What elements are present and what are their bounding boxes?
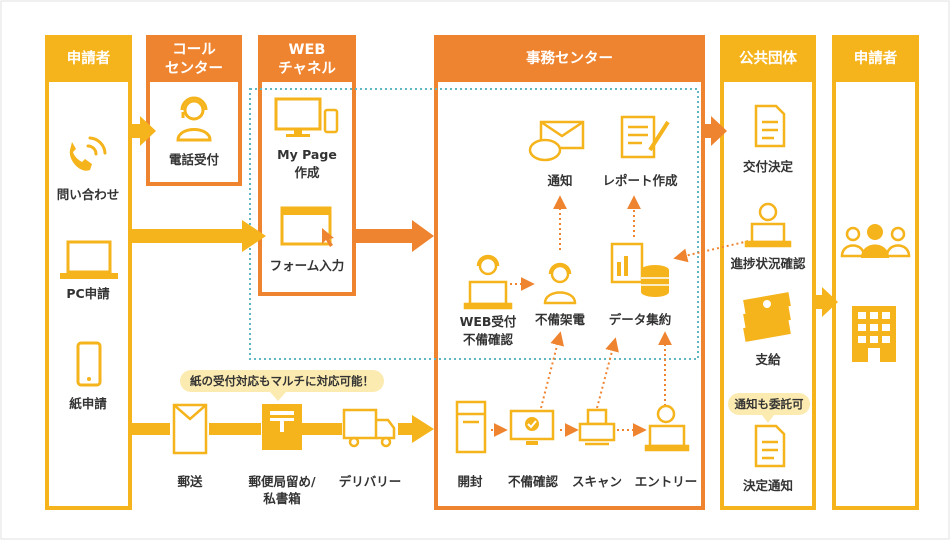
- arrow-inquiry-to-call: [132, 116, 156, 146]
- postbox-icon: [262, 404, 302, 450]
- header-web-line2: チャネル: [278, 60, 336, 77]
- label-postbox-line1: 郵便局留め/: [248, 474, 316, 489]
- label-pc: PC申請: [66, 286, 110, 301]
- label-notify: 通知: [547, 173, 572, 188]
- label-mail: 郵送: [177, 474, 203, 489]
- call-operator-icon: [543, 262, 577, 305]
- column-applicant-right: 申請者: [832, 35, 919, 510]
- operator-icon: [176, 96, 212, 142]
- header-web-line1: WEB: [289, 42, 326, 58]
- bubble-delegate-text: 通知も委託可: [735, 397, 804, 411]
- browser-form-icon: [280, 206, 334, 247]
- database-icon: [610, 242, 669, 297]
- arrow-scan-to-data: [596, 337, 619, 409]
- building-icon: [852, 306, 896, 362]
- report-icon: [620, 115, 670, 159]
- header-public: 公共団体: [739, 49, 797, 67]
- column-call-center: コール センター: [146, 35, 242, 186]
- label-entry: エントリー: [635, 474, 698, 489]
- smartphone-icon: [76, 341, 102, 387]
- bubble-multi-text: 紙の受付対応もマルチに対応可能！: [190, 374, 374, 388]
- label-postbox-line2: 私書箱: [262, 491, 301, 506]
- header-call-center-line1: コール: [172, 42, 216, 58]
- document-open-icon: [455, 400, 487, 454]
- label-paper: 紙申請: [69, 396, 107, 411]
- bubble-multi-support: 紙の受付対応もマルチに対応可能！: [180, 370, 384, 401]
- arrow-web-to-office: [356, 220, 434, 252]
- label-mypage-line1: My Page: [277, 147, 337, 162]
- header-applicant-right: 申請者: [854, 49, 898, 67]
- header-call-center-line2: センター: [165, 60, 223, 77]
- label-mypage-line2: 作成: [294, 165, 320, 180]
- check-monitor-icon: [509, 409, 555, 445]
- label-inquiry: 問い合わせ: [57, 187, 120, 202]
- phone-icon: [69, 136, 107, 171]
- envelope-icon: [528, 120, 585, 162]
- web-scope-dotted-frame: [249, 88, 699, 360]
- label-payment: 支給: [754, 352, 781, 367]
- arrow-pc-to-web: [132, 220, 266, 252]
- label-data-aggregation: データ集約: [609, 312, 672, 327]
- document-notice-icon: [754, 424, 786, 468]
- label-phone-reception: 電話受付: [169, 152, 220, 167]
- paper-flow-line: [132, 415, 434, 443]
- label-decision-notice: 決定通知: [743, 478, 793, 493]
- progress-person-icon: [744, 202, 792, 248]
- arrow-office-to-public: [705, 116, 727, 146]
- entry-operator-icon: [644, 404, 690, 452]
- label-delivery: デリバリー: [339, 474, 402, 489]
- label-progress-check: 進捗状況確認: [730, 256, 806, 271]
- web-operator-icon: [463, 254, 513, 310]
- label-web-check-line2: 不備確認: [463, 332, 514, 347]
- envelope-upright-icon: [172, 403, 208, 455]
- document-icon: [754, 104, 786, 148]
- bubble-delegate: 通知も委託可: [728, 393, 810, 423]
- arrow-progress-to-data: [673, 239, 754, 263]
- label-web-check-line1: WEB受付: [460, 314, 517, 329]
- header-office: 事務センター: [526, 49, 613, 67]
- label-report: レポート作成: [602, 173, 678, 188]
- header-applicant-left: 申請者: [67, 49, 111, 67]
- label-open: 開封: [457, 474, 483, 489]
- label-deficiency-check: 不備確認: [508, 474, 559, 489]
- arrow-public-to-applicant: [816, 287, 838, 317]
- column-applicant-left: 申請者: [45, 35, 132, 510]
- label-issue-decision: 交付決定: [743, 159, 794, 174]
- label-deficiency-call: 不備架電: [535, 312, 586, 327]
- group-icon: [840, 224, 911, 258]
- monitor-icon: [274, 97, 339, 137]
- money-icon: [743, 292, 791, 342]
- laptop-icon: [60, 240, 118, 279]
- label-form-input: フォーム入力: [270, 258, 345, 273]
- internal-dotted-arrows: [491, 195, 754, 437]
- column-public-body: 公共団体: [720, 35, 816, 510]
- scanner-icon: [578, 408, 616, 446]
- truck-icon: [342, 408, 396, 448]
- label-scan: スキャン: [572, 474, 622, 489]
